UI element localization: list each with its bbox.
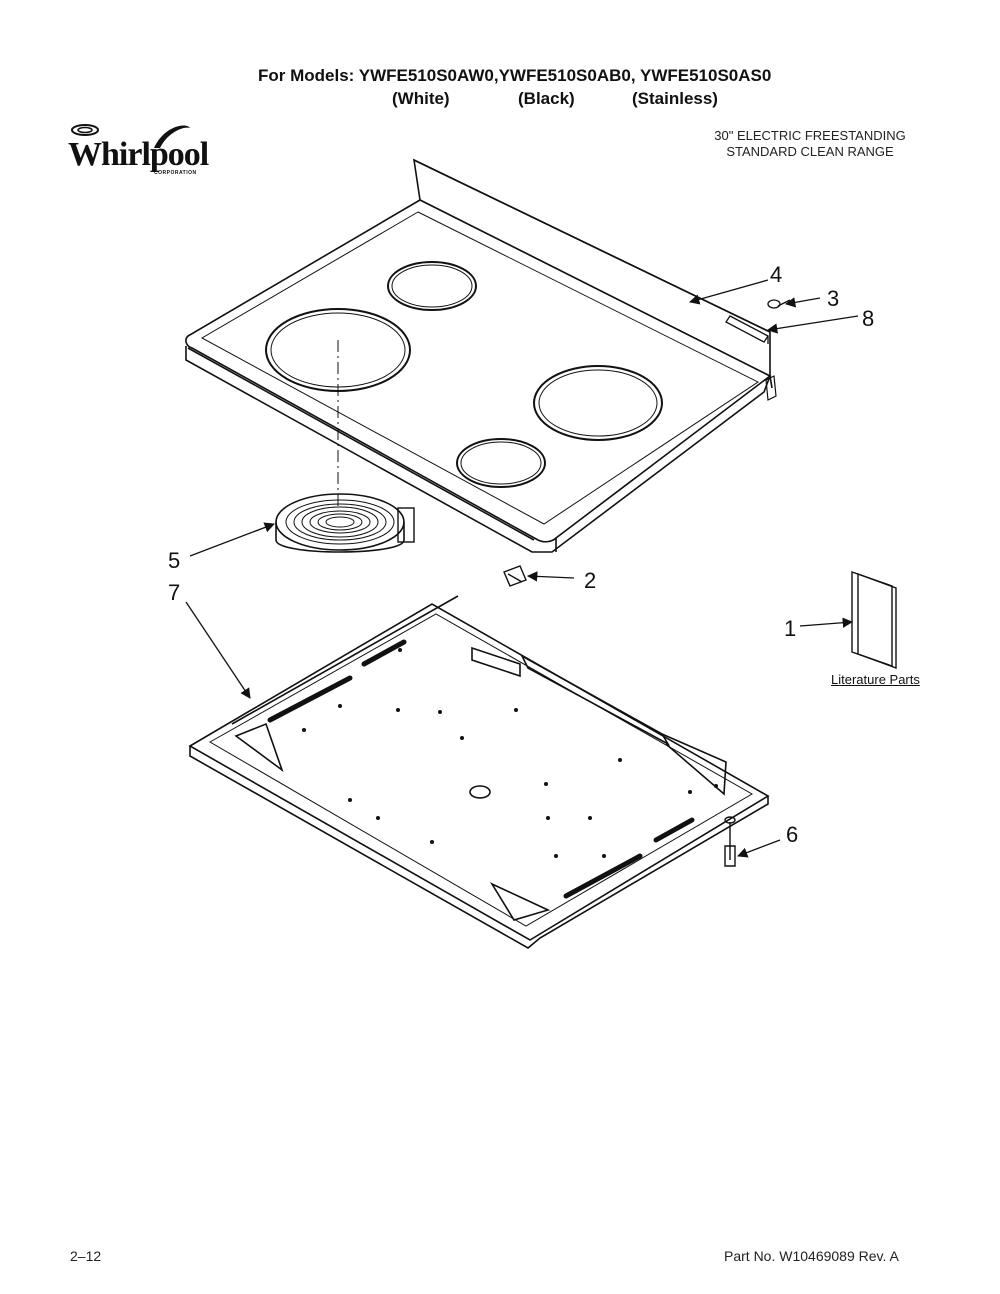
cooktop-glass	[185, 158, 773, 553]
variant-black: (Black)	[518, 89, 575, 108]
models-heading: For Models: YWFE510S0AW0,YWFE510S0AB0, Y…	[258, 66, 772, 85]
callout-1: 1	[784, 616, 797, 641]
literature-book	[851, 571, 897, 670]
variant-white: (White)	[392, 89, 450, 108]
product-line-1: 30" ELECTRIC FREESTANDING	[714, 128, 906, 143]
callout-5: 5	[168, 548, 181, 573]
product-description: 30" ELECTRIC FREESTANDING STANDARD CLEAN…	[690, 128, 930, 160]
callout-3: 3	[827, 286, 840, 311]
callout-8: 8	[862, 306, 875, 331]
surface-element	[275, 493, 415, 553]
logo-wordmark: Whirlpool	[68, 136, 209, 173]
page-number: 2–12	[70, 1248, 102, 1264]
callout-4: 4	[770, 262, 783, 287]
callout-2: 2	[584, 568, 597, 593]
callout-6: 6	[786, 822, 799, 847]
main-top-support	[188, 595, 770, 949]
cooktop-hinge	[765, 375, 777, 401]
leader-lines	[185, 279, 859, 858]
cooktop-elements	[265, 261, 663, 488]
product-line-2: STANDARD CLEAN RANGE	[726, 144, 894, 159]
whirlpool-logo: Whirlpool CORPORATION	[68, 122, 228, 182]
literature-parts-label: Literature Parts	[831, 672, 920, 687]
callout-7: 7	[168, 580, 181, 605]
mounting-screw	[724, 816, 736, 867]
variant-stainless: (Stainless)	[632, 89, 718, 108]
part-number: Part No. W10469089 Rev. A	[724, 1248, 899, 1264]
logo-swirl-icon	[71, 124, 190, 148]
logo-subtext: CORPORATION	[154, 170, 197, 176]
clip-part	[503, 565, 527, 587]
frame-holes	[302, 648, 718, 858]
